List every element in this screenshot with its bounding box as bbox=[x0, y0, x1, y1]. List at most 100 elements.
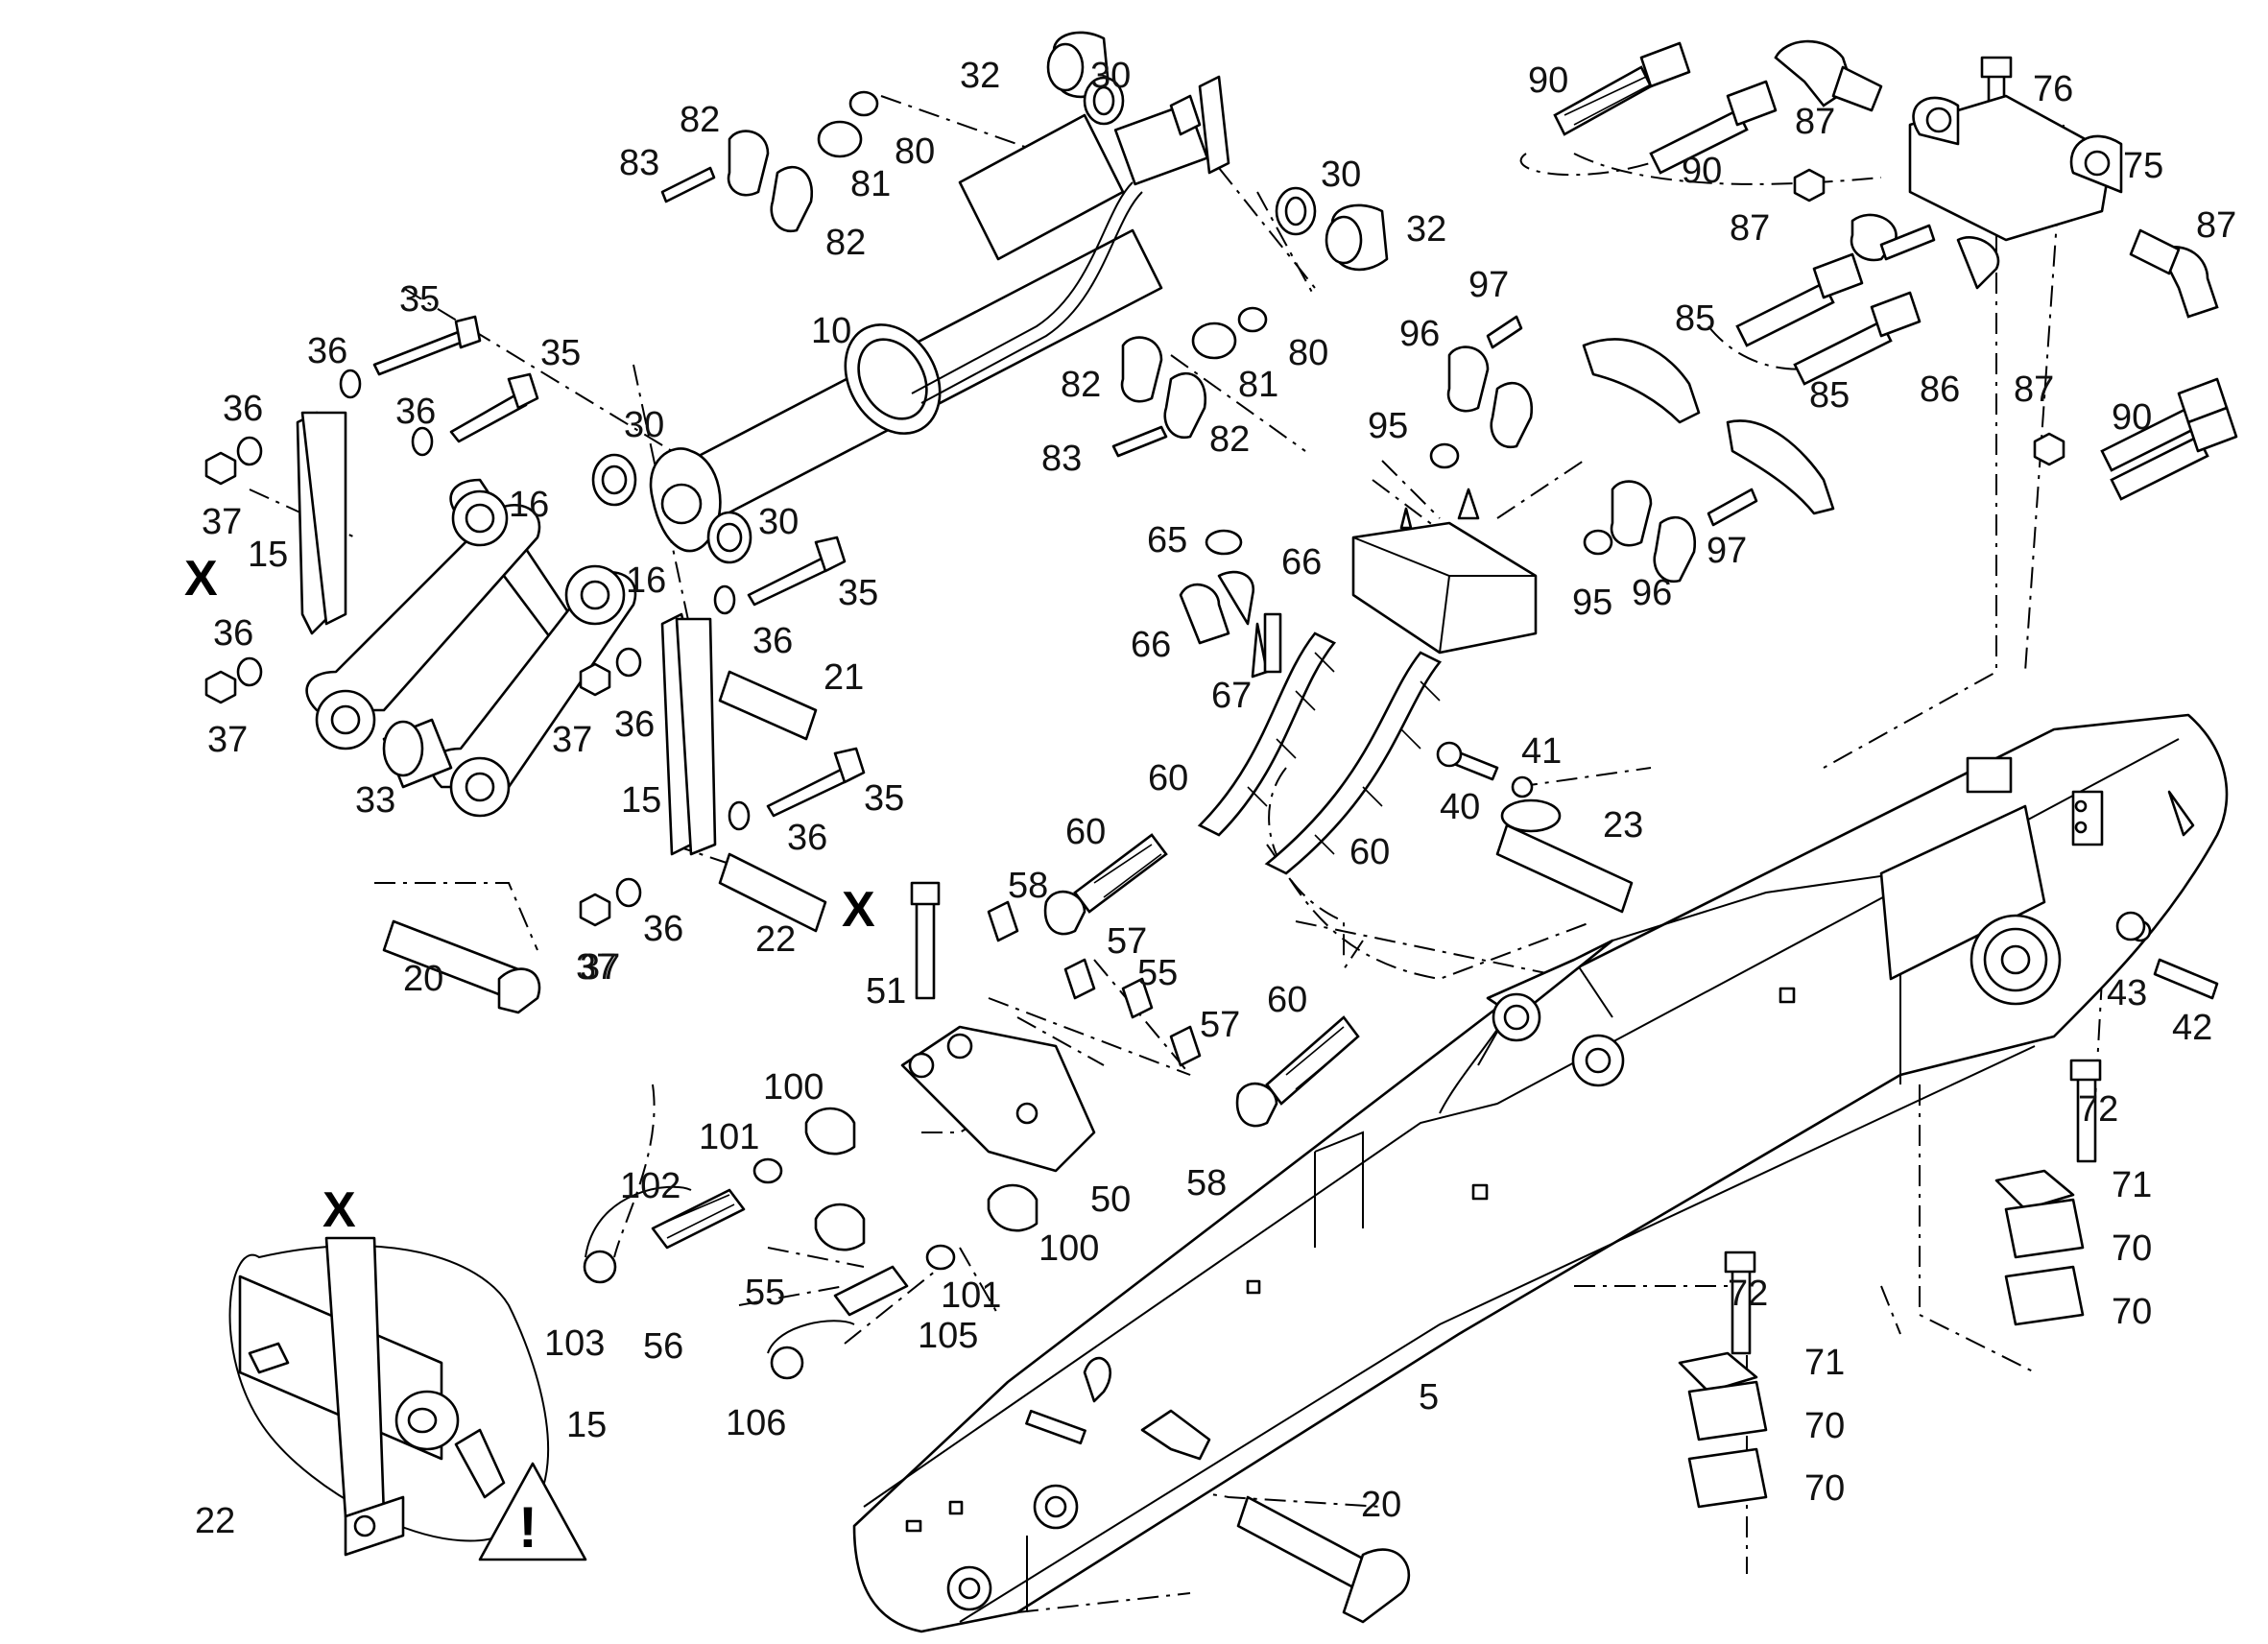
callout-label: 71 bbox=[2112, 1165, 2152, 1205]
callout-label: 23 bbox=[1603, 805, 1643, 846]
callout-label: 82 bbox=[680, 100, 720, 140]
callout-label: 36 bbox=[787, 818, 827, 858]
callout-label: 85 bbox=[1809, 375, 1850, 416]
callout-label: 66 bbox=[1131, 625, 1171, 665]
callout-label: 58 bbox=[1008, 866, 1048, 906]
callout-label: 15 bbox=[566, 1405, 607, 1445]
callout-label: 87 bbox=[2014, 369, 2054, 410]
callout-label: 36 bbox=[307, 331, 347, 371]
callout-label: 35 bbox=[838, 573, 878, 613]
callout-label: 36 bbox=[395, 392, 436, 432]
callout-label: 80 bbox=[1288, 333, 1328, 373]
callout-label: 70 bbox=[2112, 1228, 2152, 1269]
distributor-and-couplings bbox=[583, 900, 1202, 1380]
callout-label: 21 bbox=[824, 657, 864, 698]
callout-label: 15 bbox=[248, 535, 288, 575]
callout-label: 37 bbox=[552, 720, 592, 760]
callout-label: 20 bbox=[403, 959, 443, 999]
callout-label: 95 bbox=[1368, 406, 1408, 446]
callout-label: 15 bbox=[621, 780, 661, 821]
callout-label: 75 bbox=[2123, 146, 2163, 186]
callout-label: 102 bbox=[620, 1166, 680, 1206]
detail-view-x bbox=[228, 1236, 587, 1561]
callout-label: 32 bbox=[960, 56, 1000, 96]
callout-label: 10 bbox=[811, 311, 851, 351]
callout-label: 81 bbox=[850, 164, 891, 204]
callout-label: 16 bbox=[626, 560, 666, 601]
callout-label: 96 bbox=[1399, 314, 1440, 354]
callout-labels: 32 30 80 81 82 83 82 30 32 10 82 81 80 8… bbox=[195, 56, 2236, 1541]
callout-label: 35 bbox=[540, 333, 581, 373]
callout-label: 58 bbox=[1186, 1163, 1227, 1203]
callout-label: 101 bbox=[941, 1275, 1001, 1316]
callout-label: 95 bbox=[1572, 583, 1612, 623]
callout-label: 83 bbox=[1041, 439, 1082, 479]
valve-block-and-hoses bbox=[1043, 488, 1538, 1128]
callout-label: 55 bbox=[745, 1273, 785, 1313]
bolts-and-nuts bbox=[204, 56, 2219, 1355]
callout-label: 60 bbox=[1065, 812, 1106, 852]
callout-label: 37 bbox=[207, 720, 248, 760]
detail-marker: X bbox=[184, 551, 218, 607]
callout-label: 90 bbox=[1528, 60, 1568, 101]
callout-label: 90 bbox=[1682, 151, 1722, 191]
callout-label: 87 bbox=[2196, 205, 2236, 246]
detail-marker: X bbox=[842, 882, 875, 938]
callout-label: 101 bbox=[699, 1117, 759, 1157]
callout-label: 71 bbox=[1804, 1343, 1845, 1383]
callout-label: 80 bbox=[895, 131, 935, 172]
callout-label: 55 bbox=[1137, 953, 1178, 993]
callout-label: 72 bbox=[1728, 1274, 1768, 1314]
callout-label: 76 bbox=[2033, 69, 2073, 109]
callout-label: 36 bbox=[614, 704, 655, 745]
callout-label: 81 bbox=[1238, 365, 1278, 405]
callout-label: 70 bbox=[2112, 1292, 2152, 1332]
callout-label: 50 bbox=[1090, 1179, 1131, 1220]
callout-label: 97 bbox=[1468, 265, 1509, 305]
detail-marker: X bbox=[322, 1182, 356, 1238]
warning-icon: ! bbox=[518, 1495, 537, 1560]
callout-label: 33 bbox=[355, 780, 395, 821]
left-brackets bbox=[296, 411, 717, 856]
callout-label: 87 bbox=[1730, 208, 1770, 249]
fittings-and-hoses bbox=[1205, 39, 2238, 584]
callout-label: 97 bbox=[1707, 531, 1747, 571]
callout-label: 51 bbox=[866, 971, 906, 1012]
callout-label: 40 bbox=[1440, 787, 1480, 827]
callout-label: 82 bbox=[1209, 419, 1250, 460]
callout-label: 22 bbox=[755, 919, 796, 960]
callout-label: 106 bbox=[726, 1403, 786, 1443]
callout-label: 60 bbox=[1148, 758, 1188, 798]
callout-label: 66 bbox=[1281, 542, 1322, 583]
callout-label: 65 bbox=[1147, 520, 1187, 560]
callout-label: 83 bbox=[619, 143, 659, 183]
bushings-and-rings bbox=[591, 31, 1389, 564]
pipe-clamps bbox=[1678, 1169, 2085, 1509]
callout-label: 100 bbox=[1039, 1228, 1099, 1269]
callout-label: 105 bbox=[918, 1316, 978, 1356]
callout-label: 36 bbox=[223, 389, 263, 429]
callout-label: 57 bbox=[1107, 921, 1147, 962]
callout-label: 30 bbox=[624, 405, 664, 445]
callout-label: 42 bbox=[2172, 1008, 2212, 1048]
callout-label: 36 bbox=[752, 621, 793, 661]
callout-label: 82 bbox=[1061, 365, 1101, 405]
callout-label: 30 bbox=[1321, 155, 1361, 195]
callout-label: 20 bbox=[1361, 1485, 1401, 1525]
pins bbox=[382, 670, 1634, 1624]
callout-label: 57 bbox=[1200, 1005, 1240, 1045]
callout-label: 60 bbox=[1349, 832, 1390, 872]
callout-label: 100 bbox=[763, 1067, 824, 1108]
callout-label: 30 bbox=[758, 502, 799, 542]
link-rods bbox=[305, 478, 637, 818]
callout-label: 16 bbox=[509, 485, 549, 525]
callout-label: 60 bbox=[1267, 980, 1307, 1020]
callout-label: 70 bbox=[1804, 1406, 1845, 1446]
callout-label: 37 bbox=[580, 947, 620, 988]
callout-label: 56 bbox=[643, 1326, 683, 1367]
callout-label: 30 bbox=[1090, 56, 1131, 96]
callout-label: 86 bbox=[1920, 369, 1960, 410]
callout-label: 36 bbox=[213, 613, 253, 654]
callout-label: 85 bbox=[1675, 298, 1715, 339]
